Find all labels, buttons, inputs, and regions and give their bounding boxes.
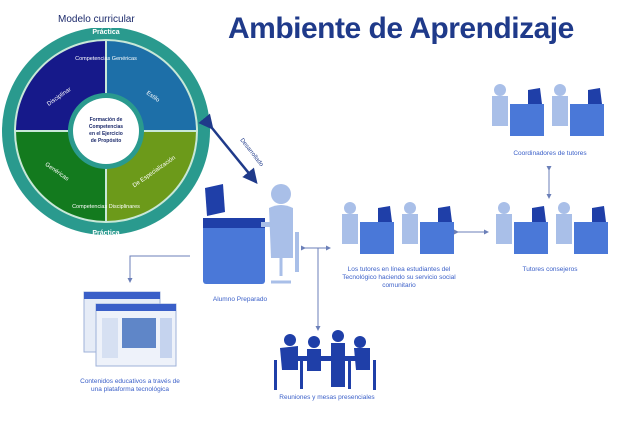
svg-text:en el Ejercicio: en el Ejercicio bbox=[89, 131, 123, 137]
svg-text:Formación de: Formación de bbox=[90, 117, 123, 123]
meeting-group-icon bbox=[274, 330, 376, 390]
student-workstation-icon bbox=[203, 184, 299, 284]
student-caption: Alumno Preparado bbox=[212, 296, 268, 303]
svg-text:Práctica: Práctica bbox=[92, 29, 119, 36]
online-tutors-icon bbox=[342, 202, 454, 254]
coordinators-icon bbox=[492, 84, 604, 136]
model-label: Modelo curricular bbox=[58, 14, 135, 25]
curricular-model-wheel: Práctica Práctica Competencias Genéricas… bbox=[2, 28, 210, 237]
coordinators-caption: Coordinadores de tutores bbox=[513, 150, 587, 157]
meetings-caption: Reuniones y mesas presenciales bbox=[279, 394, 375, 401]
svg-text:Práctica: Práctica bbox=[92, 230, 119, 237]
web-platform-icon bbox=[83, 291, 177, 367]
svg-text:Competencias: Competencias bbox=[89, 124, 123, 130]
tutor-counselors-caption: Tutores consejeros bbox=[522, 266, 578, 273]
svg-text:Competencias Disciplinares: Competencias Disciplinares bbox=[72, 204, 140, 210]
contents-caption: Contenidos educativos a través de una pl… bbox=[80, 378, 180, 393]
online-tutors-caption: Los tutores en línea estudiantes del Tec… bbox=[342, 266, 456, 289]
page-title: Ambiente de Aprendizaje bbox=[228, 12, 574, 45]
svg-text:Competencias Genéricas: Competencias Genéricas bbox=[75, 56, 137, 62]
svg-text:de Propósito: de Propósito bbox=[91, 138, 122, 144]
tutor-counselors-icon bbox=[496, 202, 608, 254]
